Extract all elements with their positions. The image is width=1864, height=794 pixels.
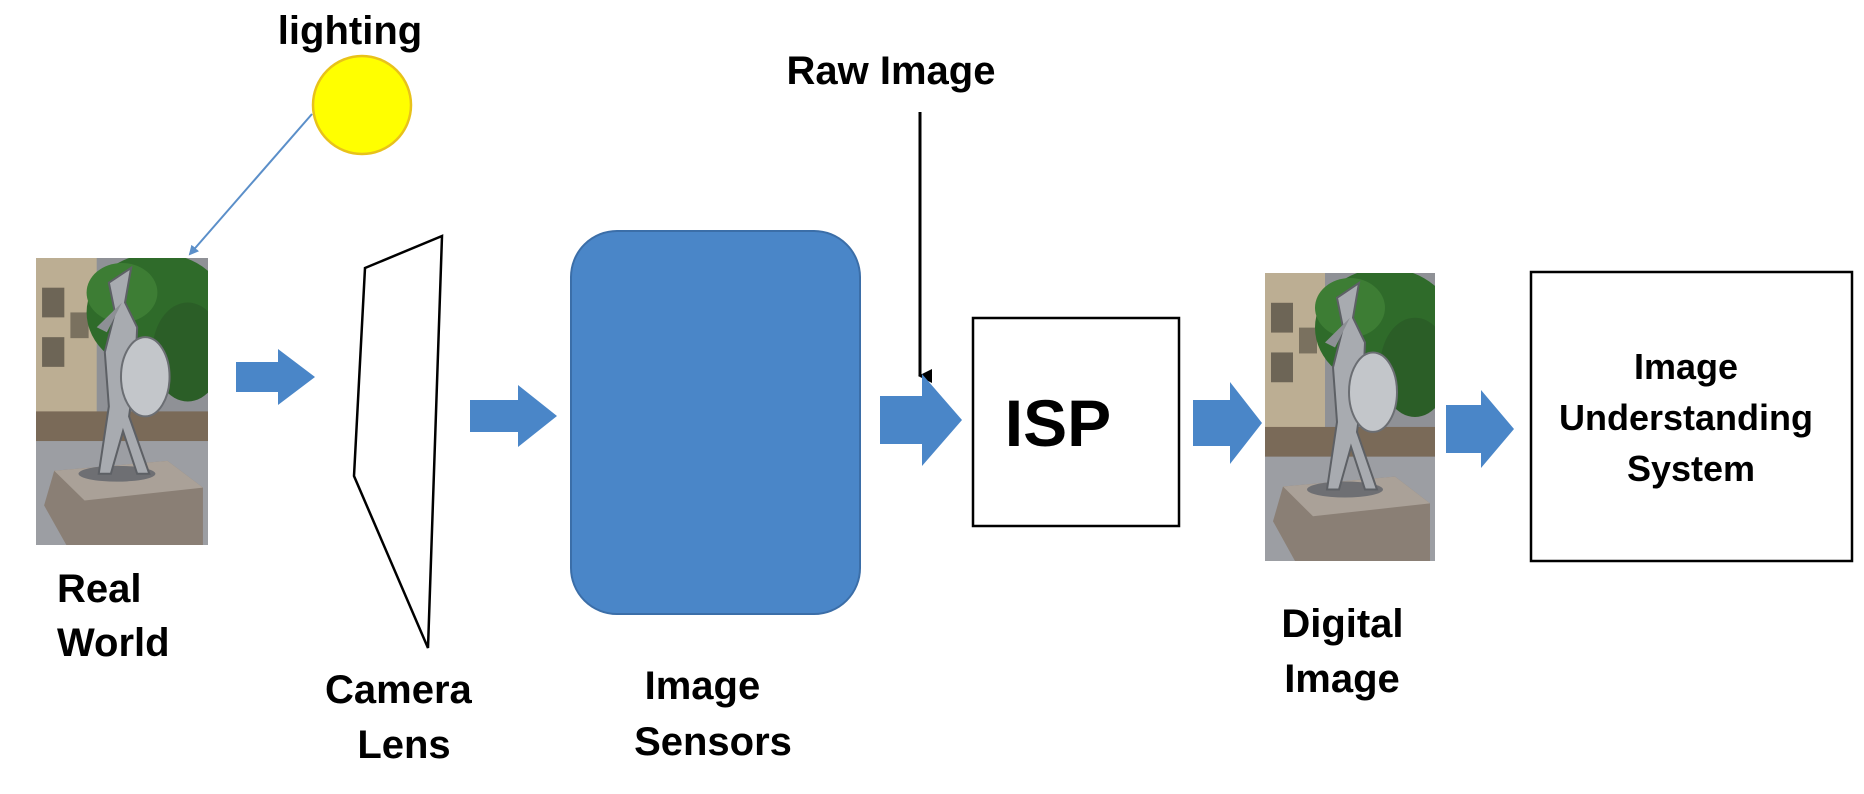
flow-arrow-5 [1446,390,1514,468]
flow-arrow-1 [236,349,315,405]
image-understanding-box [1529,270,1854,563]
isp-label: ISP [1005,386,1111,460]
image-sensors-label-line2: Sensors [634,720,792,764]
image-understanding-label-line1: Image [1634,346,1738,387]
real-world-photo [36,258,208,545]
image-sensors-label: Image Sensors [634,664,792,764]
digital-image-label: Digital Image [1281,602,1414,701]
image-understanding-label: Image Understanding System [1559,346,1823,489]
flow-arrow-3 [880,374,962,466]
digital-image-photo [1265,273,1435,561]
camera-lens-label: Camera Lens [325,668,483,767]
image-understanding-label-line3: System [1627,448,1755,489]
flow-arrow-4 [1193,382,1262,464]
digital-image-label-line1: Digital [1281,602,1403,646]
camera-lens-shape [352,234,444,649]
image-sensor-block [570,230,861,615]
sun-icon [311,54,413,156]
real-world-label-line2: World [57,621,170,665]
isp-box [971,316,1181,528]
image-sensors-label-line1: Image [645,664,761,708]
camera-lens-label-line1: Camera [325,668,473,712]
image-understanding-label-line2: Understanding [1559,397,1813,438]
real-world-label: Real World [57,567,170,665]
digital-image-label-line2: Image [1284,657,1400,701]
flow-arrow-2 [470,385,557,447]
light-ray [188,113,313,256]
camera-lens-label-line2: Lens [357,723,450,767]
raw-image-label: Raw Image [787,49,996,93]
real-world-label-line1: Real [57,567,142,611]
lighting-label: lighting [278,9,422,53]
